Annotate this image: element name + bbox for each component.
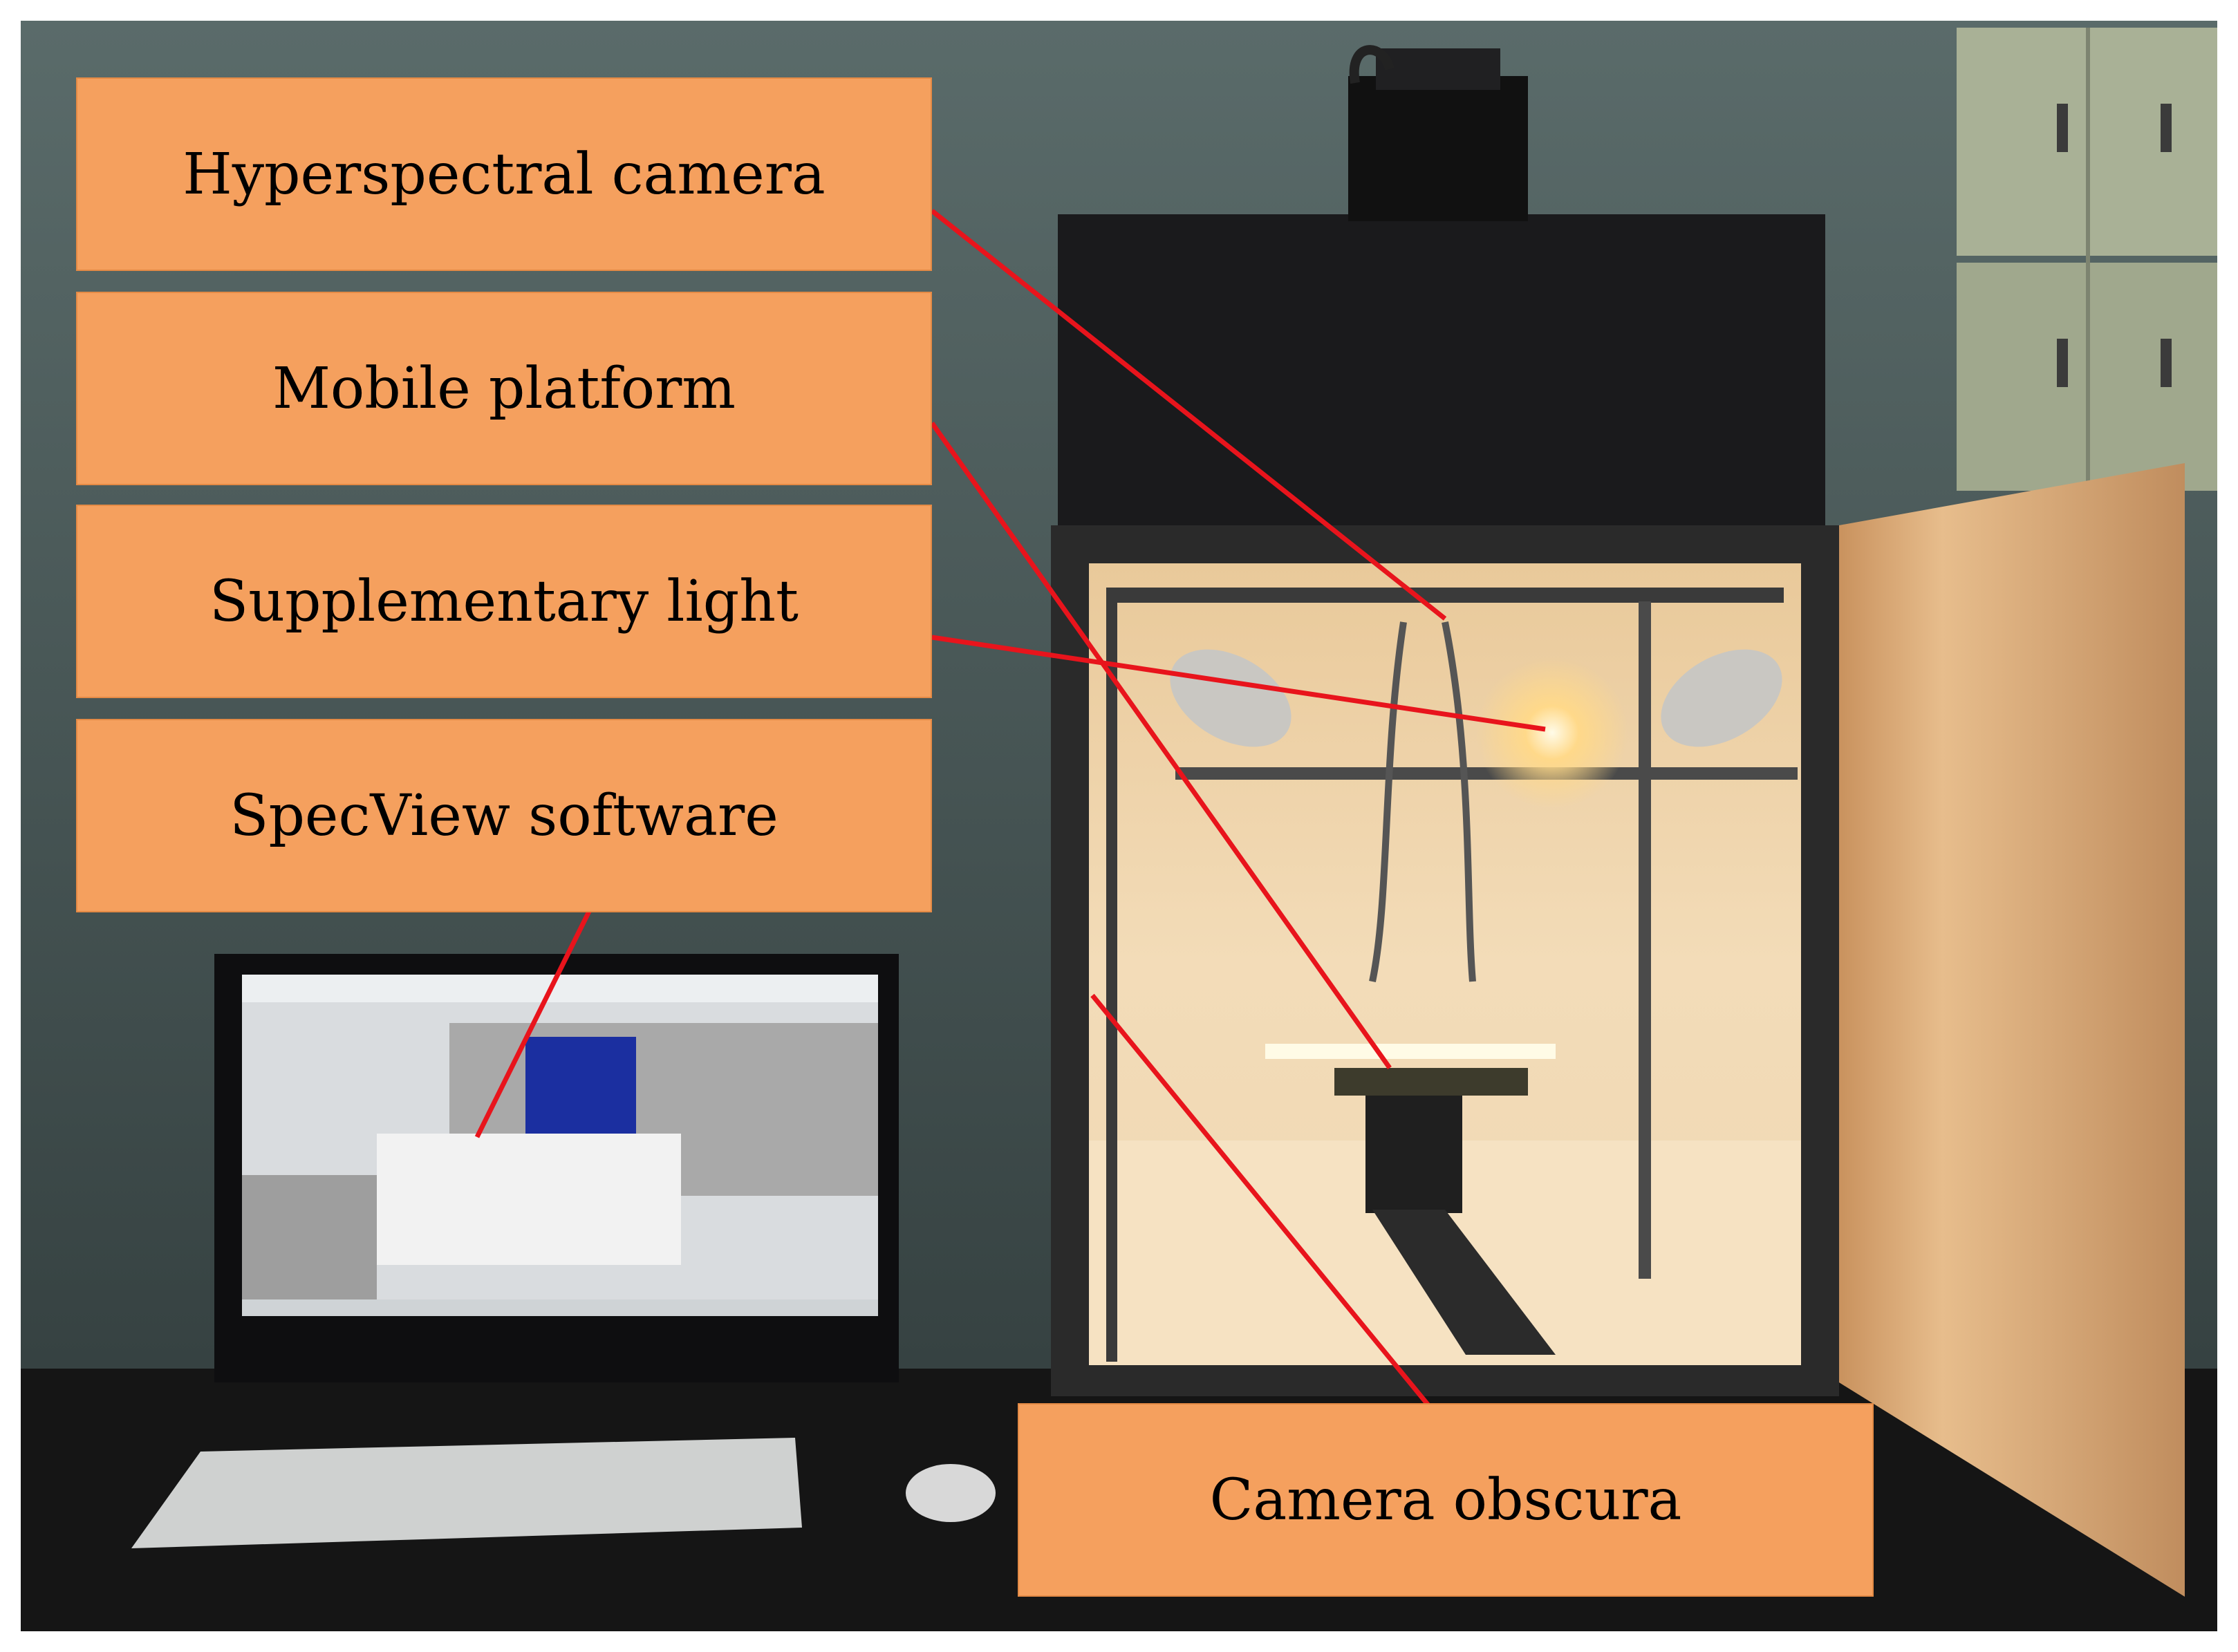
mobile-platform	[1334, 1068, 1528, 1096]
label-hyperspectral-camera: Hyperspectral camera	[76, 77, 932, 271]
camera-tower	[1058, 45, 1825, 532]
leader-line-camera	[930, 209, 1447, 621]
label-supplementary-light: Supplementary light	[76, 505, 932, 698]
label-specview-software: SpecView software	[76, 719, 932, 912]
box-door	[1839, 463, 2185, 1597]
leader-lines	[474, 209, 1546, 1457]
wall-cabinets	[1957, 28, 2217, 491]
leader-line-obscura	[1090, 993, 1471, 1457]
label-mobile-platform: Mobile platform	[76, 292, 932, 485]
mouse	[906, 1464, 996, 1522]
leader-line-platform	[930, 421, 1392, 1070]
monitor	[214, 954, 899, 1382]
supplementary-lamp	[1476, 657, 1628, 809]
label-camera-obscura: Camera obscura	[1018, 1403, 1874, 1597]
camera-obscura-box	[1051, 525, 1839, 1396]
leader-line-light	[931, 635, 1546, 732]
keyboard	[131, 1438, 802, 1548]
